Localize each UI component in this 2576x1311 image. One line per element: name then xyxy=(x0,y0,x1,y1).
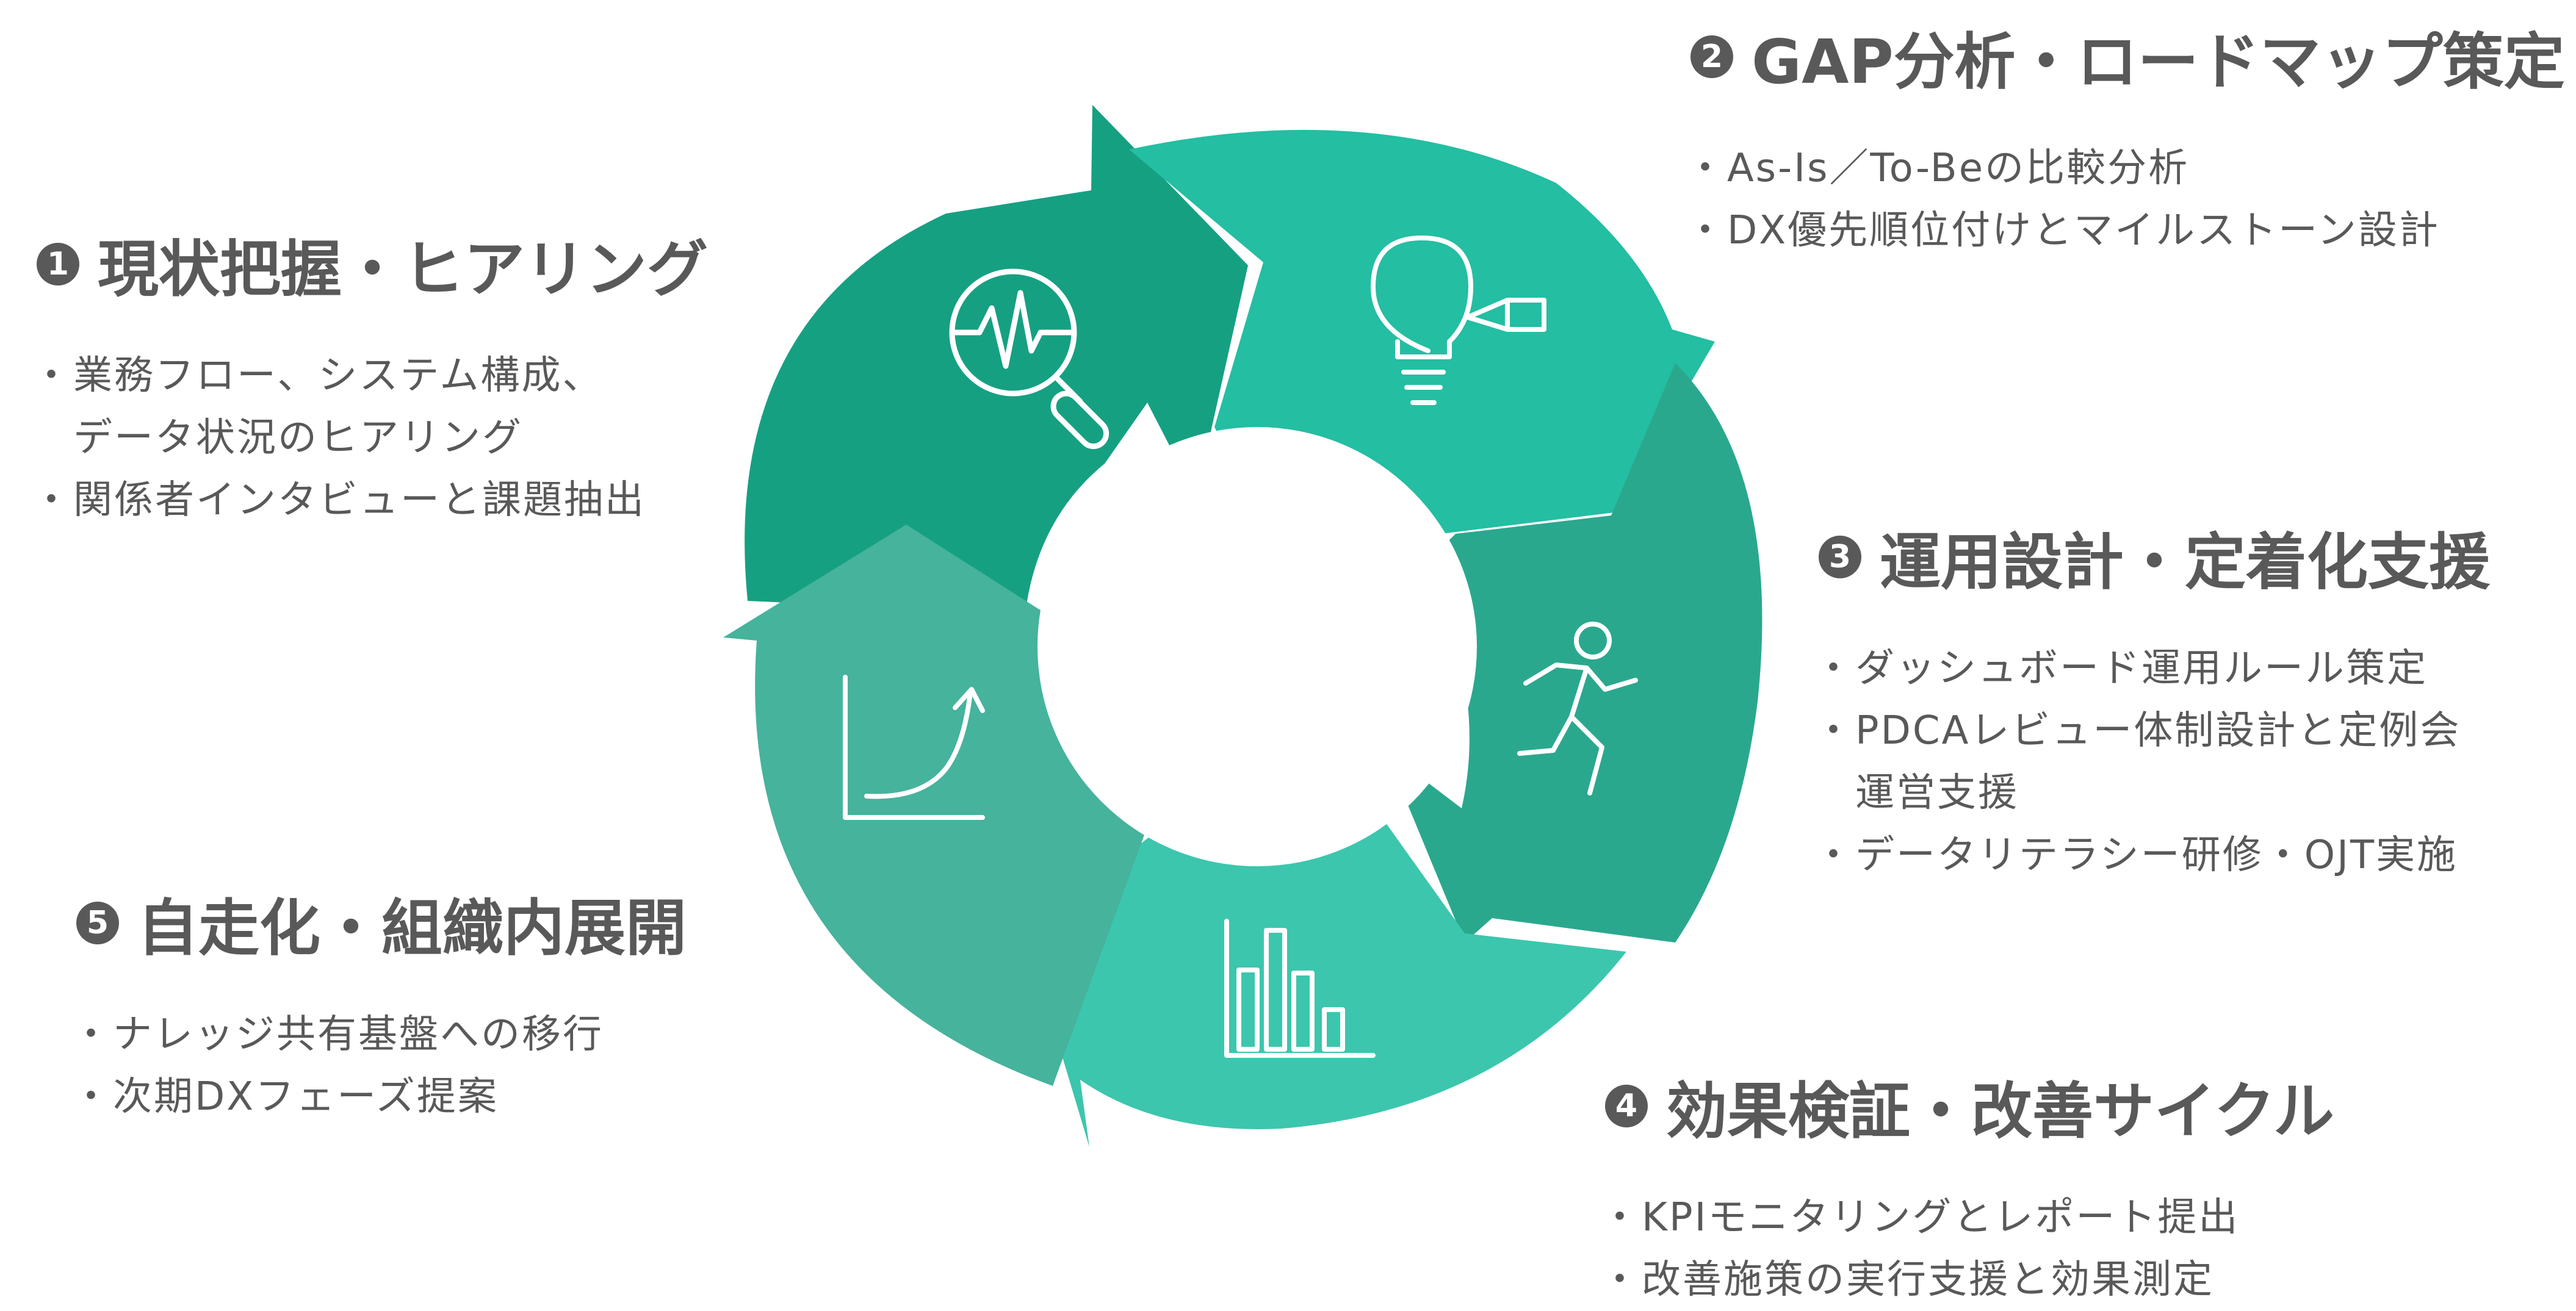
step-2-title: GAP分析・ロードマップ策定 xyxy=(1752,26,2565,98)
step-4-title: 効果検証・改善サイクル xyxy=(1666,1076,2334,1147)
step-5-bullet-list: ナレッジ共有基盤への移行 次期DXフェーズ提案 xyxy=(71,1004,687,1128)
cycle-center xyxy=(1037,427,1477,866)
step-3-bullet-2: PDCAレビュー体制設計と定例会 xyxy=(1814,700,2490,762)
step-3-title-row: 3 運用設計・定着化支援 xyxy=(1819,512,2490,601)
step-1-bullet-2: 関係者インタビューと課題抽出 xyxy=(32,469,708,531)
step-5-title: 自走化・組織内展開 xyxy=(137,893,687,964)
bar-chart-icon xyxy=(1224,919,1376,1058)
running-person-icon xyxy=(1517,622,1638,796)
step-4-bullet-1: KPIモニタリングとレポート提出 xyxy=(1600,1187,2334,1249)
step-1-bullet-list: 業務フロー、システム構成、 データ状況のヒアリング 関係者インタビューと課題抽出 xyxy=(32,345,708,531)
step-4: 4 効果検証・改善サイクル KPIモニタリングとレポート提出 改善施策の実行支援… xyxy=(1600,1061,2334,1311)
step-5-bullet-2: 次期DXフェーズ提案 xyxy=(71,1066,687,1128)
step-2-number-badge: 2 xyxy=(1690,35,1733,78)
step-5-bullet-1: ナレッジ共有基盤への移行 xyxy=(71,1004,687,1066)
step-3-bullet-2-cont: 運営支援 xyxy=(1855,770,2019,816)
growth-curve-icon xyxy=(843,675,985,820)
segment-1-arrow xyxy=(745,105,1248,613)
segment-3-arrow xyxy=(1385,363,1762,943)
step-2-bullet-2: DX優先順位付けとマイルストーン設計 xyxy=(1686,199,2565,262)
step-5: 5 自走化・組織内展開 ナレッジ共有基盤への移行 次期DXフェーズ提案 xyxy=(71,878,687,1128)
segment-4 xyxy=(1025,805,1626,1147)
lightbulb-pencil-icon xyxy=(1371,235,1546,405)
step-1-title-row: 1 現状把握・ヒアリング xyxy=(37,220,708,308)
step-3: 3 運用設計・定着化支援 ダッシュボード運用ルール策定 PDCAレビュー体制設計… xyxy=(1814,512,2490,886)
step-1-bullet-1: 業務フロー、システム構成、 xyxy=(32,345,708,407)
step-3-title: 運用設計・定着化支援 xyxy=(1880,526,2490,598)
segment-3 xyxy=(1385,363,1762,943)
step-2-bullet-list: As-Is／To-Beの比較分析 DX優先順位付けとマイルストーン設計 xyxy=(1686,137,2565,262)
segment-4-arrow xyxy=(1025,805,1626,1147)
step-1-bullet-1-cont: データ状況のヒアリング xyxy=(73,415,523,461)
step-2-bullet-1: As-Is／To-Beの比較分析 xyxy=(1686,137,2565,199)
step-4-bullet-list: KPIモニタリングとレポート提出 改善施策の実行支援と効果測定 xyxy=(1600,1187,2334,1311)
step-3-bullet-1: ダッシュボード運用ルール策定 xyxy=(1814,638,2490,700)
step-3-number-badge: 3 xyxy=(1819,535,1861,578)
step-5-title-row: 5 自走化・組織内展開 xyxy=(76,878,687,967)
magnifier-pulse-icon xyxy=(949,268,1109,450)
step-3-bullet-3: データリテラシー研修・OJT実施 xyxy=(1814,824,2490,886)
segment-1 xyxy=(745,105,1248,613)
step-1: 1 現状把握・ヒアリング 業務フロー、システム構成、 データ状況のヒアリング 関… xyxy=(32,220,708,531)
step-5-number-badge: 5 xyxy=(76,901,119,944)
step-1-title: 現状把握・ヒアリング xyxy=(98,234,708,305)
step-4-bullet-2: 改善施策の実行支援と効果測定 xyxy=(1600,1249,2334,1311)
step-1-number-badge: 1 xyxy=(37,242,79,286)
step-3-bullet-list: ダッシュボード運用ルール策定 PDCAレビュー体制設計と定例会 運営支援 データ… xyxy=(1814,638,2490,886)
step-2: 2 GAP分析・ロードマップ策定 As-Is／To-Beの比較分析 DX優先順位… xyxy=(1686,12,2565,262)
step-4-title-row: 4 効果検証・改善サイクル xyxy=(1605,1061,2334,1150)
step-2-title-row: 2 GAP分析・ロードマップ策定 xyxy=(1690,12,2565,101)
step-4-number-badge: 4 xyxy=(1605,1084,1648,1127)
